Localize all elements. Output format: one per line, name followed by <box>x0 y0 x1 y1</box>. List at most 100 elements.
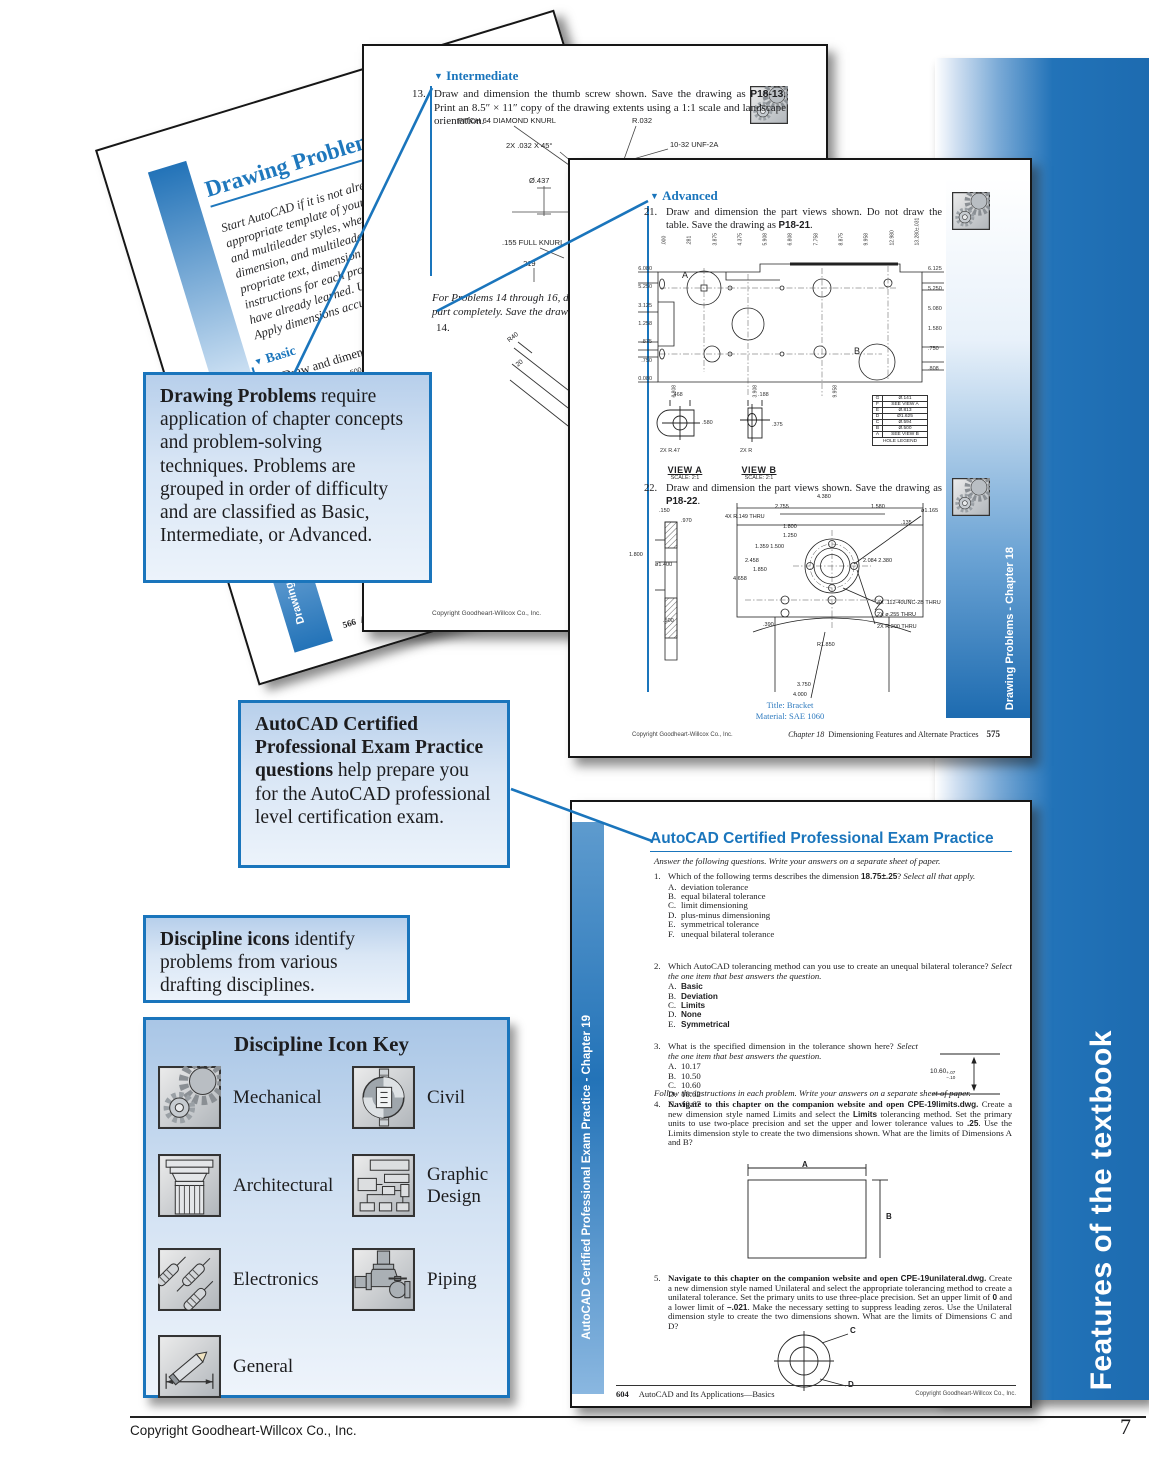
text-run: Select the one item that best answers th… <box>668 1041 918 1061</box>
limits-figure: A B <box>740 1160 900 1262</box>
dim-label: 1.850 <box>753 567 767 573</box>
text-run: . Print an 8.5″ × 11″ copy of the drawin… <box>434 88 786 127</box>
text-run: –.021 <box>726 1302 748 1312</box>
dim-label: .468 <box>672 392 683 398</box>
icon-key-item-piping: Piping <box>352 1248 477 1311</box>
list-text: 9.958 <box>863 232 870 246</box>
resistors-icon <box>158 1248 221 1311</box>
dim-label: 1.250 <box>783 533 797 539</box>
answer-option: B.10.50 <box>668 1070 701 1081</box>
list-text: .750 <box>928 346 939 352</box>
exam-question-2: 2. Which AutoCAD tolerancing method can … <box>654 961 1012 1029</box>
icon-key-item-general: General <box>158 1335 293 1398</box>
exam-question-4: 4. Navigate to this chapter on the compa… <box>654 1099 1012 1148</box>
text-run: and a lower limit of <box>668 1292 1012 1312</box>
list-text: 8.875 <box>838 232 845 246</box>
dim-label: 2X .032 X 45° <box>506 141 553 150</box>
list-text: .281 <box>686 235 693 246</box>
advanced-problems-page: Drawing Problems - Chapter 18 ▼ Advanced… <box>568 158 1032 758</box>
discipline-icon-key: Discipline Icon Key Mechanical Civil <box>143 1017 510 1398</box>
text-run: Limits <box>852 1109 878 1119</box>
callout-text: require application of chapter concepts … <box>160 386 404 547</box>
footer-page-number: 7 <box>1120 1414 1131 1439</box>
problem-21-text: 21. Draw and dimension the part views sh… <box>644 207 942 231</box>
problem-22-text: 22. Draw and dimension the part views sh… <box>644 483 942 507</box>
pencil-dimension-icon <box>158 1335 221 1398</box>
exam-practice-heading: AutoCAD Certified Professional Exam Prac… <box>650 830 1012 852</box>
answer-option: D.plus-minus dimensioning <box>668 909 771 920</box>
dimension-d-label: D <box>848 1380 854 1389</box>
chapter-tab-label: AutoCAD Certified Professional Exam Prac… <box>581 1015 593 1340</box>
dim-label: 2X R <box>740 448 753 454</box>
text-run: P18-22 <box>666 496 698 507</box>
dim-label: 2.755 <box>775 504 789 510</box>
pipe-valve-icon <box>352 1248 415 1311</box>
view-a-drawing <box>656 400 700 440</box>
text-run: Which of the following terms describes t… <box>668 871 861 881</box>
answer-option: C.Limits <box>668 1000 706 1010</box>
answer-option: B.equal bilateral tolerance <box>668 891 766 901</box>
text-run: P18-21 <box>778 220 810 231</box>
dim-label: 1.359 1.500 <box>755 544 785 550</box>
list-text: 1.258 <box>638 320 652 327</box>
dim-label: R1.850 <box>817 642 835 648</box>
bracket-drawing <box>655 503 924 699</box>
triangle-icon: ▼ <box>650 191 659 201</box>
dimension-c-label: C <box>850 1326 856 1335</box>
footer-rule <box>130 1416 1146 1418</box>
dim-label: .375 <box>772 422 783 428</box>
list-text: 1.580 <box>928 326 942 332</box>
dim-label: .188 <box>758 392 769 398</box>
text-run: Navigate to this chapter on the companio… <box>668 1099 908 1109</box>
page-footer-chapter: Chapter 18 Dimensioning Features and Alt… <box>788 729 1000 739</box>
callout-discipline-icons: Discipline icons identify problems from … <box>143 915 410 1003</box>
list-text: 3.875 <box>712 232 719 246</box>
answer-option: D.10.62 <box>668 1089 701 1100</box>
dim-label: Ø.437 <box>529 176 550 185</box>
dim-label: 4X R.149 THRU <box>725 514 765 520</box>
dim-label: 2X R.200 THRU <box>877 624 917 630</box>
icon-key-item-mechanical: Mechanical <box>158 1066 322 1129</box>
tolerance-figure: 10.60+.07−.10 <box>912 1050 1002 1098</box>
dim-label: 3.750 <box>797 682 811 688</box>
unilateral-figure: C D <box>764 1326 874 1392</box>
exam-intro: Answer the following questions. Write yo… <box>654 856 941 866</box>
list-text: 5.908 <box>762 232 769 246</box>
answer-option: C.limit dimensioning <box>668 900 748 911</box>
gears-icon <box>952 192 990 230</box>
callout-bold-text: AutoCAD Certified Professional Exam Prac… <box>255 714 484 782</box>
view-b-drawing <box>740 400 770 442</box>
exam-mid-note: Follow the instructions in each problem.… <box>654 1088 971 1098</box>
dim-label: 1.580 <box>871 504 885 510</box>
list-text: .808 <box>928 366 939 372</box>
gears-icon <box>952 478 990 516</box>
text-run: P18-13 <box>750 89 784 100</box>
dim-label: 1.800 <box>783 524 797 530</box>
dim-label: .135 <box>901 520 912 526</box>
survey-level-icon <box>352 1066 415 1129</box>
list-text: .750 <box>641 357 652 364</box>
exam-practice-page: AutoCAD Certified Professional Exam Prac… <box>570 800 1032 1408</box>
text-run: Navigate to this chapter on the companio… <box>668 1273 901 1283</box>
dim-label: 2.458 <box>745 558 759 564</box>
page-footer-copyright: Copyright Goodheart-Willcox Co., Inc. <box>432 610 542 617</box>
view-b-figure: .188 .375 2X R VIEW B SCALE: 2:1 <box>728 392 790 481</box>
tolerance-dimension: 10.60+.07−.10 <box>930 1068 956 1080</box>
callout-text: help prepare you for the AutoCAD profess… <box>255 760 491 828</box>
text-run: Which AutoCAD tolerancing method can you… <box>668 961 991 971</box>
dimension-a-label: A <box>802 1160 808 1169</box>
answer-option: C.10.60 <box>668 1080 701 1090</box>
problem-22-drawing: 4.380 2.755 1.580 ø1.165 4X R.149 THRU 1… <box>625 494 957 702</box>
dim-label: 4.658 <box>733 576 747 582</box>
callout-bold-text: Drawing Problems <box>160 386 317 407</box>
